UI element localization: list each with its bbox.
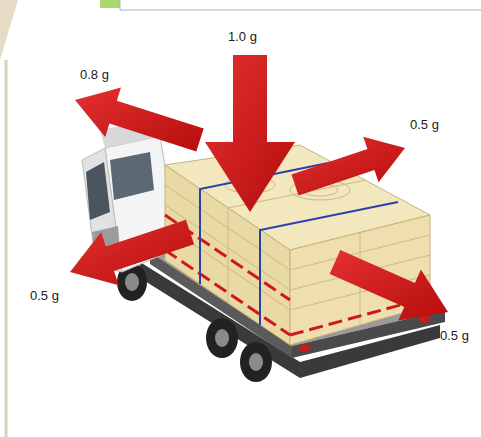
truck-wheel [240, 342, 272, 382]
force-arrow [205, 55, 295, 212]
force-arrow [70, 220, 194, 286]
frame-line [5, 60, 8, 437]
cab-window [110, 152, 154, 200]
wheel-hub [215, 329, 229, 347]
force-label: 0.8 g [80, 67, 109, 83]
force-arrow [75, 87, 204, 151]
rear-light [299, 344, 310, 352]
truck-wheel [206, 318, 238, 358]
force-label: 0.5 g [410, 117, 439, 133]
force-label: 1.0 g [228, 29, 257, 45]
frame-line [120, 0, 121, 10]
force-label: 0.5 g [440, 328, 469, 344]
frame-corner [0, 0, 18, 60]
force-arrow [330, 250, 448, 321]
load-side [165, 165, 290, 345]
wheel-hub [249, 353, 263, 371]
wheel-hub [125, 273, 139, 291]
cab-windshield [86, 162, 110, 220]
frame-line [120, 10, 481, 11]
force-arrow [292, 137, 406, 196]
frame-tab [100, 0, 120, 8]
wood-lines [165, 177, 430, 325]
force-label: 0.5 g [30, 288, 59, 304]
